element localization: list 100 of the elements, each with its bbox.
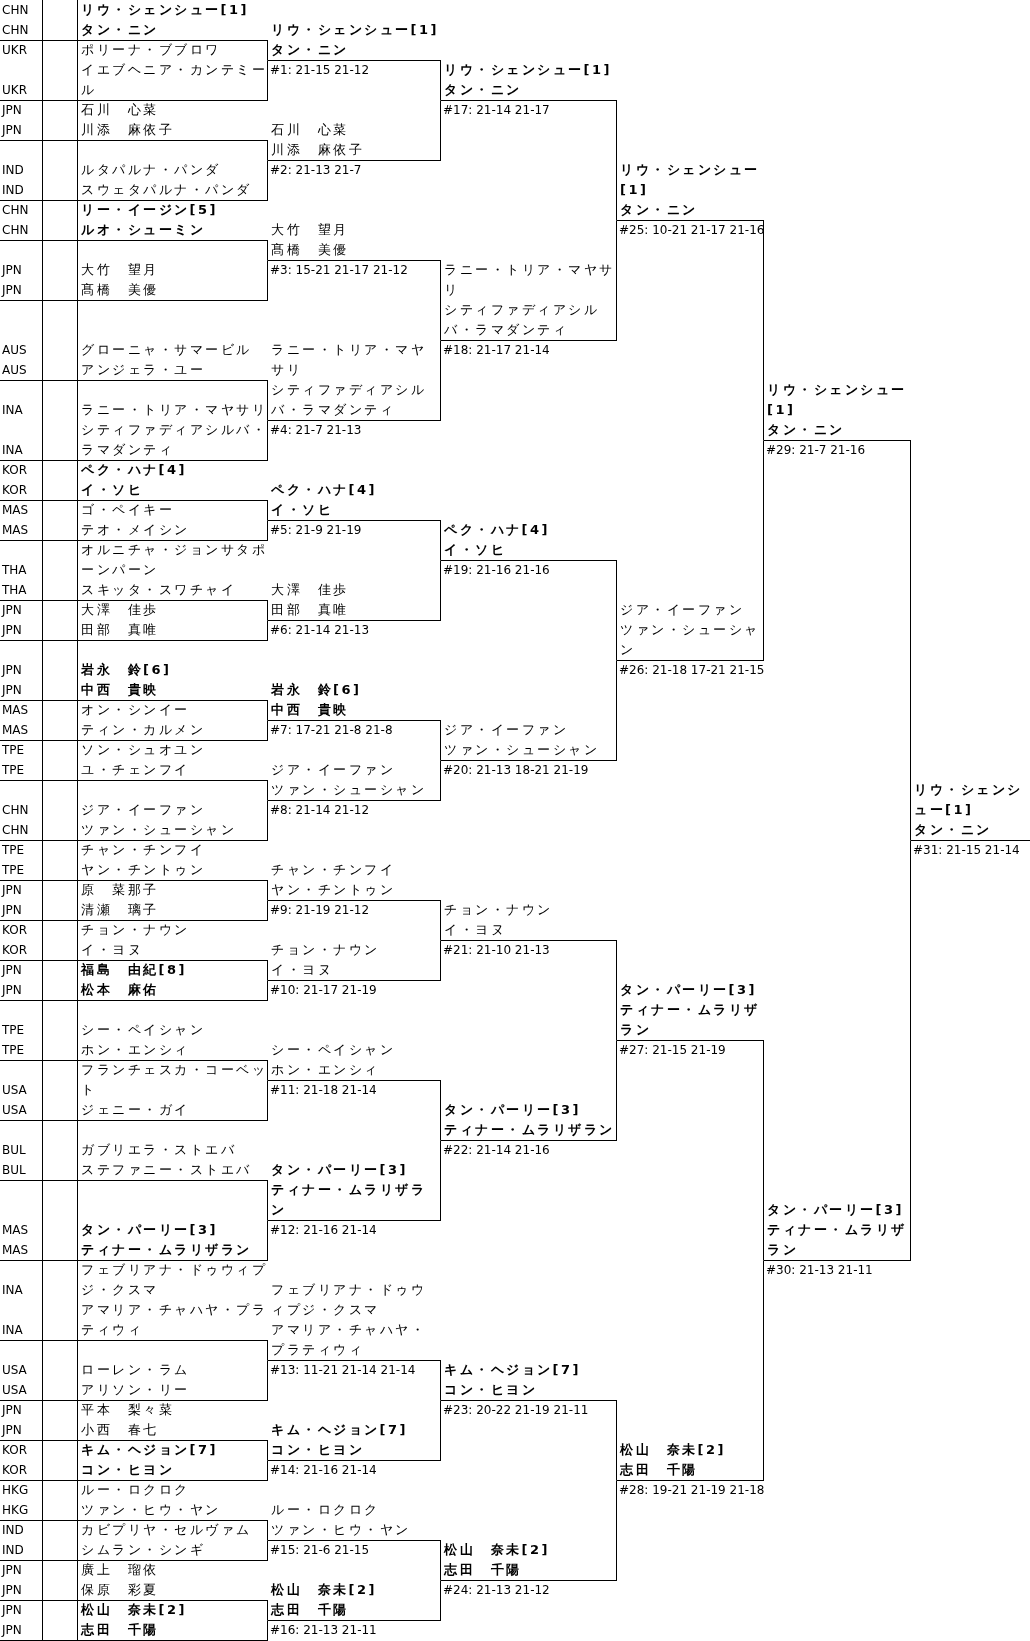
player-name: フェブリアナ・ドゥウィプジ・クスマ bbox=[270, 1281, 427, 1319]
match-score: #5: 21-9 21-19 bbox=[270, 522, 362, 539]
country-code: USA bbox=[2, 1382, 28, 1399]
player-name: テオ・メイシン bbox=[80, 521, 191, 539]
country-code: KOR bbox=[2, 922, 28, 939]
player-name: チョン・ナウン bbox=[443, 901, 553, 919]
player-name: ジア・イーファン bbox=[80, 801, 206, 819]
bracket-line bbox=[267, 1600, 268, 1621]
player-name: キム・ヘジョン[7] bbox=[443, 1361, 581, 1379]
player-name: ティナー・ムラリザラン bbox=[80, 1241, 253, 1259]
player-name: アマリア・チャハヤ・プラティウィ bbox=[270, 1321, 427, 1359]
player-name: タン・ニン bbox=[80, 21, 160, 39]
player-name: ジア・イーファン bbox=[619, 601, 744, 619]
country-code: MAS bbox=[2, 502, 30, 519]
player-name: コン・ヒヨン bbox=[270, 1441, 364, 1459]
player-name: リウ・シェンシュー[1] bbox=[766, 381, 908, 419]
bracket-line bbox=[440, 340, 441, 421]
bracket-line bbox=[267, 1440, 268, 1461]
player-name: 松山 奈未[2] bbox=[618, 1441, 726, 1459]
bracket-line bbox=[267, 1340, 268, 1361]
player-name: 福島 由紀[8] bbox=[79, 961, 188, 979]
player-name: コン・ヒヨン bbox=[80, 1461, 175, 1479]
bracket-line bbox=[267, 1360, 268, 1401]
player-name: タン・パーリー[3] bbox=[443, 1101, 581, 1119]
bracket-line bbox=[267, 620, 268, 641]
country-code: CHN bbox=[2, 802, 30, 819]
player-name: ティン・カルメン bbox=[80, 721, 206, 739]
country-code: JPN bbox=[2, 882, 23, 899]
bracket-line bbox=[267, 1220, 268, 1261]
player-name: 石川 心菜 bbox=[270, 121, 349, 139]
player-name: イ・ヨヌ bbox=[443, 921, 506, 939]
player-name: 大竹 望月 bbox=[80, 261, 160, 279]
country-code: CHN bbox=[2, 202, 30, 219]
country-code: JPN bbox=[2, 602, 23, 619]
country-code: USA bbox=[2, 1082, 28, 1099]
country-code: TPE bbox=[2, 1042, 26, 1059]
match-score: #3: 15-21 21-17 21-12 bbox=[270, 262, 408, 279]
bracket-line bbox=[267, 380, 268, 421]
player-name: タン・パーリー[3] bbox=[619, 981, 757, 999]
bracket-line bbox=[267, 520, 268, 541]
match-score: #24: 21-13 21-12 bbox=[443, 1582, 550, 1599]
match-score: #7: 17-21 21-8 21-8 bbox=[270, 722, 393, 739]
bracket-line bbox=[910, 440, 911, 841]
country-code: IND bbox=[2, 1542, 25, 1559]
country-code: JPN bbox=[2, 1402, 23, 1419]
bracket-line bbox=[440, 940, 441, 981]
country-code: JPN bbox=[2, 282, 23, 299]
player-name: リウ・シェンシュー[1] bbox=[80, 1, 250, 19]
country-code: HKG bbox=[2, 1502, 30, 1519]
player-name: 大澤 佳歩 bbox=[80, 601, 160, 619]
match-score: #14: 21-16 21-14 bbox=[270, 1462, 377, 1479]
match-score: #29: 21-7 21-16 bbox=[766, 442, 866, 459]
player-name: ペク・ハナ[4] bbox=[443, 521, 550, 539]
country-code: KOR bbox=[2, 1442, 28, 1459]
country-code: JPN bbox=[2, 102, 23, 119]
bracket-line bbox=[440, 900, 441, 941]
bracket-line bbox=[440, 1360, 441, 1401]
match-score: #18: 21-17 21-14 bbox=[443, 342, 550, 359]
player-name: チャン・チンフイ bbox=[270, 861, 395, 879]
player-name: ツァン・シューシャン bbox=[619, 621, 761, 659]
bracket-line bbox=[763, 440, 764, 661]
country-code: IND bbox=[2, 162, 25, 179]
bracket-line bbox=[267, 780, 268, 801]
player-name: 中西 貴映 bbox=[270, 701, 349, 719]
country-code: MAS bbox=[2, 522, 30, 539]
player-name: フェブリアナ・ドゥウィプジ・クスマ bbox=[80, 1261, 268, 1299]
match-score: #25: 10-21 21-17 21-16 bbox=[619, 222, 765, 239]
country-code: TPE bbox=[2, 762, 26, 779]
bracket-line bbox=[267, 420, 268, 461]
player-name: タン・パーリー[3] bbox=[80, 1221, 219, 1239]
country-code: KOR bbox=[2, 482, 28, 499]
country-code: UKR bbox=[2, 82, 28, 99]
country-code: TPE bbox=[2, 842, 26, 859]
country-code: JPN bbox=[2, 662, 23, 679]
country-code: IND bbox=[2, 182, 25, 199]
country-code: CHN bbox=[2, 222, 30, 239]
country-code: BUL bbox=[2, 1162, 27, 1179]
country-code: KOR bbox=[2, 942, 28, 959]
player-name: ルオ・シューミン bbox=[80, 221, 206, 239]
player-name: イ・ソヒ bbox=[270, 501, 333, 519]
match-score: #12: 21-16 21-14 bbox=[270, 1222, 377, 1239]
player-name: 田部 真唯 bbox=[270, 601, 349, 619]
bracket-line bbox=[440, 1580, 441, 1621]
bracket-line bbox=[267, 980, 268, 1001]
player-name: 志田 千陽 bbox=[80, 1621, 160, 1639]
match-score: #19: 21-16 21-16 bbox=[443, 562, 550, 579]
match-score: #13: 11-21 21-14 21-14 bbox=[270, 1362, 416, 1379]
match-score: #8: 21-14 21-12 bbox=[270, 802, 370, 819]
player-name: シムラン・シンギ bbox=[80, 1541, 206, 1559]
player-name: ラニー・トリア・マヤサリ bbox=[270, 341, 427, 379]
country-code: INA bbox=[2, 1282, 24, 1299]
match-score: #26: 21-18 17-21 21-15 bbox=[619, 662, 765, 679]
player-name: オルニチャ・ジョンサタポーンパーン bbox=[80, 541, 268, 579]
player-name: ルー・ロクロク bbox=[80, 1481, 191, 1499]
country-code: AUS bbox=[2, 362, 28, 379]
player-name: ゴ・ペイキー bbox=[80, 501, 175, 519]
player-name: ホン・エンシィ bbox=[80, 1041, 191, 1059]
country-code: USA bbox=[2, 1102, 28, 1119]
country-code: BUL bbox=[2, 1142, 27, 1159]
country-code: THA bbox=[2, 562, 28, 579]
